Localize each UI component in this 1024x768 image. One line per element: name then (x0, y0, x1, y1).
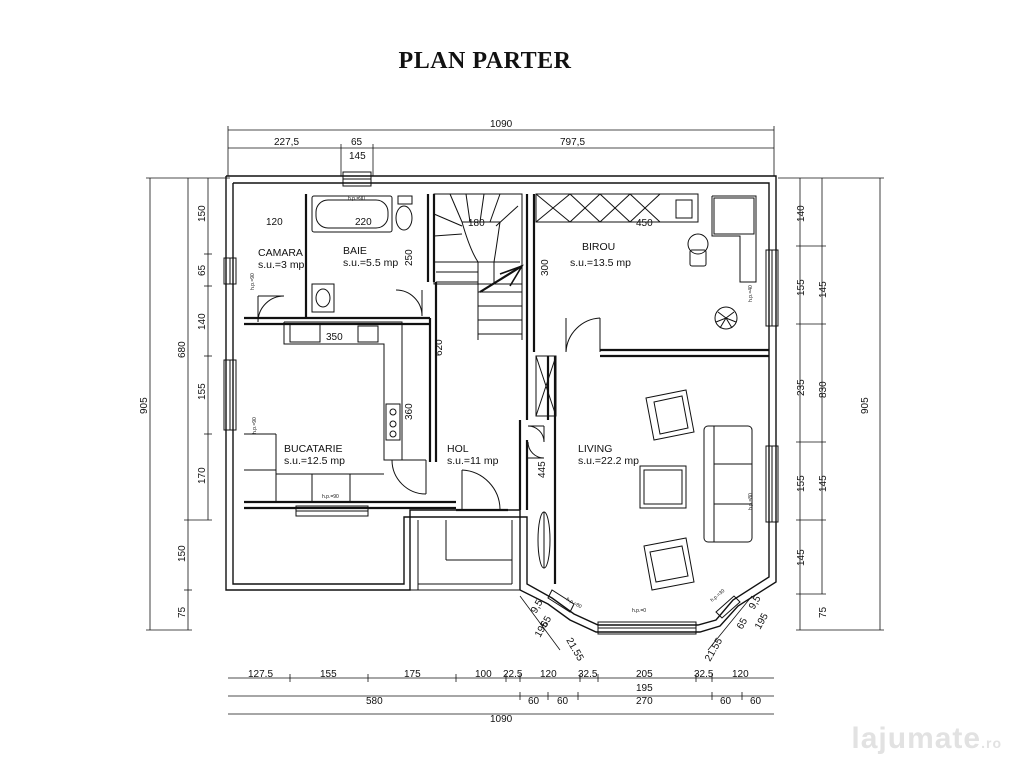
dim-right-75: 75 (818, 606, 829, 618)
hp-label-bay-right: h.p.=30 (709, 588, 726, 604)
dim-bot-1: 127.5 (248, 669, 273, 680)
dim-right-155a: 155 (796, 279, 807, 296)
windows (223, 171, 779, 635)
dim-bot-10: 120 (732, 669, 749, 680)
dim-right-145c: 145 (796, 549, 807, 566)
room-area-camara: s.u.=3 mp (258, 259, 305, 271)
plan-title: PLAN PARTER (398, 48, 572, 74)
sill-height-labels: h.p.=90 h.p.=90 h.p.=90 h.p.=90 h.p.=40 … (250, 196, 754, 614)
room-area-hol: s.u.=11 mp (447, 455, 499, 467)
watermark-suffix: .ro (981, 735, 1002, 751)
dim-bay-65b: 65 (735, 616, 750, 632)
dim-top-total: 1090 (490, 119, 513, 130)
room-area-bucatarie: s.u.=12.5 mp (284, 455, 345, 467)
dim-bay-21-55a: 21.55 (563, 636, 585, 664)
dim-bay-9-5a: 9,5 (529, 598, 546, 616)
hall-closet (535, 355, 557, 417)
dim-in-120: 120 (266, 217, 283, 228)
watermark-brand: lajumate (851, 722, 982, 755)
dim-right-145a: 145 (818, 281, 829, 298)
dim-bot2-4: 270 (636, 696, 653, 707)
dimension-labels: 1090 227,5 65 797,5 145 127.5 155 175 10… (139, 119, 871, 725)
dim-bot2-3: 60 (557, 696, 569, 707)
hp-label-birou: h.p.=40 (748, 285, 754, 302)
hp-label-living-right: h.p.=80 (748, 493, 754, 510)
dim-right-145b: 145 (818, 475, 829, 492)
hp-label-baie: h.p.=90 (348, 196, 365, 202)
dim-in-445: 445 (537, 461, 548, 478)
dim-bot-7: 32.5 (578, 669, 598, 680)
kitchen-counter (244, 321, 403, 502)
dim-bot2-6: 60 (750, 696, 762, 707)
office-furniture (535, 193, 757, 330)
dim-right-140: 140 (796, 205, 807, 222)
hp-label-camara: h.p.=90 (250, 273, 256, 290)
dim-left-150b: 150 (177, 545, 188, 562)
dim-bot-4: 100 (475, 669, 492, 680)
dim-bay-195b: 195 (753, 611, 771, 631)
dim-top-65: 65 (351, 137, 363, 148)
dimension-lines (146, 126, 884, 715)
dim-in-220: 220 (355, 217, 372, 228)
dim-bot-8: 205 (636, 669, 653, 680)
dim-top-797: 797,5 (560, 137, 585, 148)
room-area-baie: s.u.=5.5 mp (343, 257, 398, 269)
dim-bot2-1: 580 (366, 696, 383, 707)
dim-bay-21-55b: 21.55 (703, 636, 725, 664)
room-area-living: s.u.=22.2 mp (578, 455, 639, 467)
room-name-living: LIVING (578, 443, 612, 455)
bathroom-fixtures (311, 195, 413, 313)
room-area-birou: s.u.=13.5 mp (570, 257, 631, 269)
dim-bot-11: 195 (636, 683, 653, 694)
hp-label-kitchen-bottom: h.p.=90 (322, 494, 339, 500)
dim-in-180: 180 (468, 218, 485, 229)
staircase (433, 193, 524, 340)
outer-walls (225, 175, 777, 633)
room-name-baie: BAIE (343, 245, 367, 257)
dim-bay-9-5b: 9,5 (747, 594, 764, 612)
dim-left-150a: 150 (197, 205, 208, 222)
hp-label-bucatarie: h.p.=90 (252, 417, 258, 434)
dim-left-total: 905 (139, 397, 150, 414)
dim-in-360: 360 (404, 403, 415, 420)
dim-top-145: 145 (349, 151, 366, 162)
dim-in-450: 450 (636, 218, 653, 229)
hp-label-bay-left: h.p.=80 (565, 597, 583, 611)
dim-in-300: 300 (540, 259, 551, 276)
dim-left-155: 155 (197, 383, 208, 400)
dim-bot-3: 175 (404, 669, 421, 680)
dim-bay-65a: 65 (539, 614, 554, 630)
dim-right-830: 830 (818, 381, 829, 398)
room-name-hol: HOL (447, 443, 469, 455)
dim-left-75: 75 (177, 606, 188, 618)
dim-right-235: 235 (796, 379, 807, 396)
dim-bot-9: 32.5 (694, 669, 714, 680)
room-labels: CAMARA s.u.=3 mp BAIE s.u.=5.5 mp BIROU … (258, 241, 639, 467)
dim-right-155b: 155 (796, 475, 807, 492)
room-name-camara: CAMARA (258, 247, 303, 259)
dim-left-170: 170 (197, 467, 208, 484)
dim-left-680: 680 (177, 341, 188, 358)
dim-bot-5: 22.5 (503, 669, 523, 680)
watermark-logo: lajumate.ro (851, 722, 1002, 756)
dim-bot2-2: 60 (528, 696, 540, 707)
dim-left-65: 65 (197, 264, 208, 276)
dim-right-total: 905 (860, 397, 871, 414)
dim-left-140: 140 (197, 313, 208, 330)
dim-bot-6: 120 (540, 669, 557, 680)
living-furniture (537, 389, 753, 591)
dim-bot-2: 155 (320, 669, 337, 680)
dim-top-227: 227,5 (274, 137, 299, 148)
dim-in-350: 350 (326, 332, 343, 343)
entrance-step (409, 510, 521, 591)
room-name-bucatarie: BUCATARIE (284, 443, 343, 455)
dim-bot-total: 1090 (490, 714, 513, 725)
dim-in-620: 620 (434, 339, 445, 356)
dim-bot2-5: 60 (720, 696, 732, 707)
dim-in-250: 250 (404, 249, 415, 266)
hp-label-bay-front: h.p.=0 (632, 608, 646, 614)
room-name-birou: BIROU (582, 241, 615, 253)
